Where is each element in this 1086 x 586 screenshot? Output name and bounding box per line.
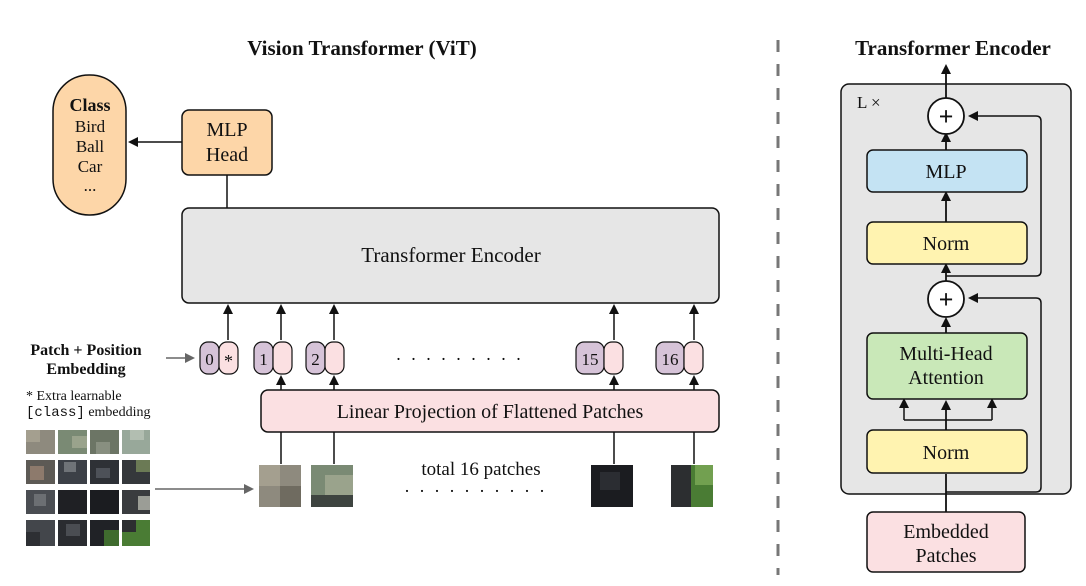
extra-note-embedding: embedding [85,405,151,420]
token-1: 1 [253,341,293,375]
encoder-norm-bottom-label: Norm [923,442,970,464]
embedded-patches-box: Embedded Patches [866,511,1026,573]
plus-icon: + [939,102,954,131]
class-item: Ball [76,137,105,156]
token-0: 0 * [199,341,239,375]
token-ellipsis: . . . . . . . . . [396,344,524,364]
right-title: Transformer Encoder [855,36,1051,60]
embedding-label-line1: Patch + Position [30,342,141,359]
residual-connections [946,111,1042,493]
token-16: 16 [655,341,704,375]
transformer-encoder-label: Transformer Encoder [361,243,540,267]
flattened-patch-2 [311,465,353,507]
input-image-patch-grid [26,430,150,546]
embedding-label-line2: Embedding [46,361,125,378]
encoder-mlp-box: MLP [866,149,1028,193]
mlp-head-box: MLP Head [181,109,273,176]
patches-label: total 16 patches [421,459,540,480]
token-15: 15 [575,341,624,375]
repeat-label: L × [857,93,881,112]
left-title: Vision Transformer (ViT) [247,36,476,60]
encoder-attention-box: Multi-Head Attention [866,332,1028,400]
projection-to-token-arrows [276,375,699,390]
token-index: 2 [311,350,320,369]
transformer-encoder-box: Transformer Encoder [181,207,720,304]
patch-ellipsis: . . . . . . . . . . [405,476,548,496]
embedded-patches-line2: Patches [915,545,976,567]
image-patch [90,490,119,514]
mlp-head-line1: MLP [206,119,247,141]
flattened-patch-16 [671,465,713,507]
token-2: 2 [305,341,345,375]
token-index: 0 [205,350,214,369]
flattened-patch-1 [259,465,301,507]
linear-projection-box: Linear Projection of Flattened Patches [260,389,720,433]
class-item: Bird [75,117,106,136]
encoder-norm-top-box: Norm [866,221,1028,265]
class-item: ... [84,176,97,195]
encoder-mlp-label: MLP [925,161,966,183]
token-index: 15 [582,350,599,369]
attention-input-arrows [899,398,997,421]
token-to-encoder-arrows [223,304,699,340]
class-item: Car [78,157,103,176]
flattened-patch-15 [591,465,633,507]
embedded-patches-line1: Embedded [903,521,989,543]
class-title: Class [69,95,110,115]
attention-line1: Multi-Head [899,343,992,365]
class-token-marker: * [224,351,233,371]
token-index: 16 [662,350,679,369]
class-output-box: Class Bird Ball Car ... [52,74,127,216]
image-patch [58,490,87,514]
plus-icon: + [939,285,954,314]
linear-projection-label: Linear Projection of Flattened Patches [337,401,644,423]
encoder-norm-bottom-box: Norm [866,429,1028,474]
residual-add-top: + [927,97,965,135]
token-index: 1 [259,350,268,369]
residual-add-bottom: + [927,280,965,318]
attention-line2: Attention [908,367,984,389]
class-code-label: [class] [26,405,85,421]
mlp-head-line2: Head [206,144,248,166]
extra-note-line2: [class] embedding [26,405,151,421]
patch-connectors [280,432,695,464]
extra-note-line1: * Extra learnable [26,389,122,404]
encoder-norm-top-label: Norm [923,233,970,255]
